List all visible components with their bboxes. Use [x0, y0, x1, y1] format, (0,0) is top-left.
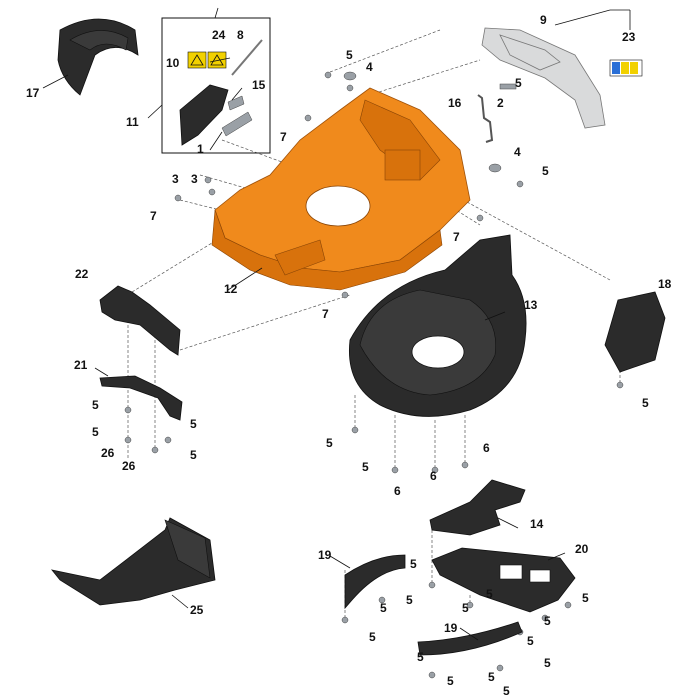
callout-5: 5 [92, 425, 99, 439]
callout-1: 1 [197, 142, 204, 156]
rod-part-8[interactable] [231, 39, 263, 76]
spring-part-15[interactable] [227, 95, 245, 111]
callout-5: 5 [462, 601, 469, 615]
callout-7: 7 [150, 209, 157, 223]
callout-5: 5 [92, 398, 99, 412]
warning-label-part-10 [187, 51, 207, 69]
callout-5: 5 [542, 164, 549, 178]
callout-5: 5 [190, 417, 197, 431]
spring-part-16[interactable] [477, 94, 494, 143]
callout-17: 17 [26, 86, 40, 100]
callout-21: 21 [74, 358, 88, 372]
callout-19: 19 [318, 548, 332, 562]
callout-9: 9 [540, 13, 547, 27]
callout-5: 5 [515, 76, 522, 90]
callout-24: 24 [212, 28, 226, 42]
label-part-23 [609, 59, 643, 77]
baffle-part-14[interactable] [429, 479, 526, 536]
callout-7: 7 [280, 130, 287, 144]
rear-cover-part-17-rim [69, 30, 129, 51]
callout-26: 26 [122, 459, 136, 473]
callout-14: 14 [530, 517, 544, 531]
callout-8: 8 [237, 28, 244, 42]
deck-shell-opening [411, 335, 465, 369]
callout-7: 7 [322, 307, 329, 321]
callout-5: 5 [503, 684, 510, 698]
callout-19: 19 [444, 621, 458, 635]
callout-5: 5 [346, 48, 353, 62]
callout-15: 15 [252, 78, 266, 92]
callout-5: 5 [642, 396, 649, 410]
kit-bracket-box [161, 17, 271, 154]
housing-blade-opening [305, 185, 371, 227]
callout-5: 5 [544, 656, 551, 670]
callout-13: 13 [524, 298, 538, 312]
height-bar-part-21[interactable] [99, 375, 183, 421]
callout-4: 4 [366, 60, 373, 74]
callout-20: 20 [575, 542, 589, 556]
skid-plate-part-25-wall [164, 519, 211, 579]
callout-6: 6 [483, 441, 490, 455]
callout-23: 23 [622, 30, 636, 44]
safety-symbols-label-icon [612, 62, 620, 74]
bushing-part-4b[interactable] [488, 163, 502, 173]
side-guide-part-18[interactable] [604, 291, 666, 373]
fasteners [124, 71, 624, 679]
warning-label-icon [190, 54, 204, 66]
curved-rail-part-19a[interactable] [344, 554, 406, 610]
callout-4: 4 [514, 145, 521, 159]
callout-2: 2 [497, 96, 504, 110]
deck-shell-part-13[interactable] [348, 234, 527, 417]
callout-5: 5 [410, 557, 417, 571]
callout-5: 5 [544, 614, 551, 628]
rear-flap-part-9[interactable] [481, 27, 606, 129]
pin-part-2[interactable] [499, 83, 517, 90]
callout-16: 16 [448, 96, 462, 110]
leader-lines [42, 7, 631, 641]
callout-3: 3 [191, 172, 198, 186]
callout-5: 5 [527, 634, 534, 648]
callout-6: 6 [394, 484, 401, 498]
callout-26: 26 [101, 446, 115, 460]
callout-5: 5 [369, 630, 376, 644]
axle-holder-part-22[interactable] [99, 285, 181, 356]
callout-5: 5 [380, 601, 387, 615]
callout-5: 5 [190, 448, 197, 462]
rear-flap-part-9-lip [499, 34, 561, 71]
callout-labels: 17 24 8 10 15 11 1 5 4 7 3 3 7 9 23 16 2… [26, 13, 672, 698]
callout-10: 10 [166, 56, 180, 70]
callout-5: 5 [488, 670, 495, 684]
callout-12: 12 [224, 282, 238, 296]
callout-5: 5 [362, 460, 369, 474]
chassis-frame-part-20[interactable] [431, 547, 576, 613]
callout-5: 5 [486, 587, 493, 601]
callout-5: 5 [417, 650, 424, 664]
callout-5: 5 [326, 436, 333, 450]
callout-18: 18 [658, 277, 672, 291]
lever-part-1[interactable] [221, 111, 253, 137]
curved-rail-part-19b[interactable] [417, 621, 523, 656]
callout-5: 5 [406, 593, 413, 607]
handle-bracket-part-11[interactable] [179, 84, 229, 146]
callout-22: 22 [75, 267, 89, 281]
warning-label-part-24 [207, 51, 227, 69]
callout-5: 5 [582, 591, 589, 605]
callout-6: 6 [430, 469, 437, 483]
mower-housing-part-12[interactable] [211, 87, 471, 291]
callout-11: 11 [126, 115, 139, 129]
callout-5: 5 [447, 674, 454, 688]
callout-7: 7 [453, 230, 460, 244]
callout-25: 25 [190, 603, 204, 617]
bushing-part-4a[interactable] [343, 71, 357, 81]
callout-3: 3 [172, 172, 179, 186]
